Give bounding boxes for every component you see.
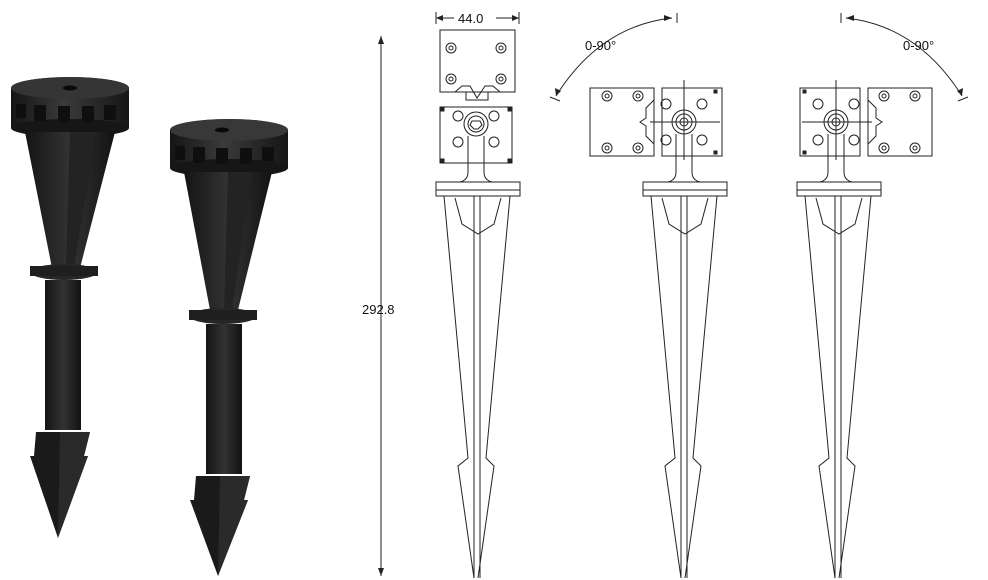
- height-dimension: [378, 36, 384, 576]
- ground-stake-render-icon: [170, 119, 288, 576]
- height-dimension-label: 292.8: [362, 302, 395, 317]
- rotation-label-right: 0-90°: [903, 38, 934, 53]
- rotation-label-left: 0-90°: [585, 38, 616, 53]
- stake-drawing-rotated-left-icon: [549, 13, 728, 579]
- stake-drawing-rotated-right-icon: [796, 13, 969, 579]
- stake-drawing-front-icon: [435, 29, 521, 579]
- width-dimension-label: 44.0: [458, 11, 483, 26]
- ground-stake-render-icon: [11, 77, 129, 538]
- width-dimension: [435, 12, 520, 24]
